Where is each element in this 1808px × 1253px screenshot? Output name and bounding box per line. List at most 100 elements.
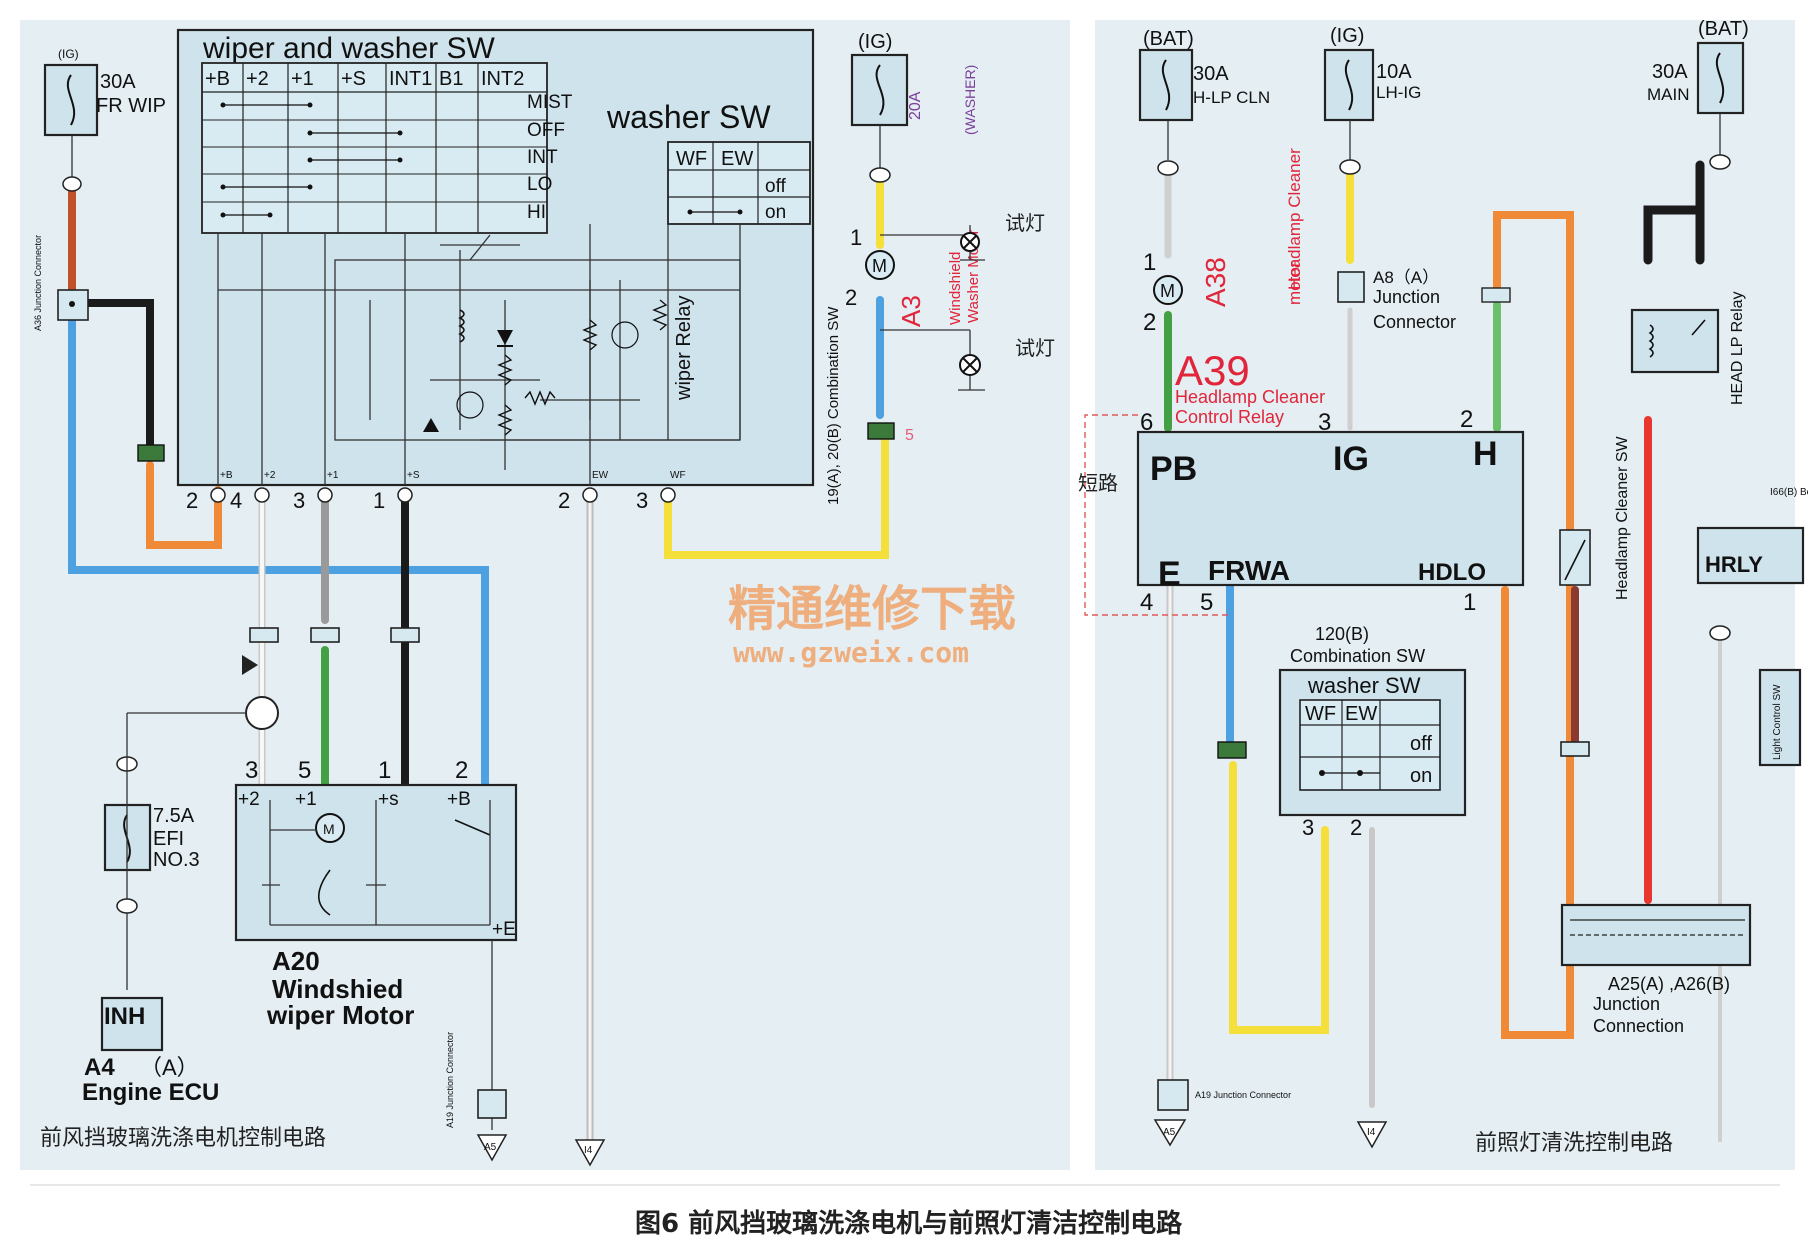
relay-a39: A39 Headlamp Cleaner Control Relay PB IG… [1136,347,1525,616]
a25-junction: A25(A) ,A26(B) Junction Connection [1560,903,1752,1036]
washer-col-label: EW [721,148,753,170]
fuse-symbol [1344,59,1354,111]
pin-marker [397,487,413,503]
svg-text:HEAD LP Relay: HEAD LP Relay [1729,291,1746,405]
svg-text:5: 5 [905,427,914,444]
wiper-relay-label: wiper Relay [673,296,695,401]
pin-marker [254,487,270,503]
fuse-efi: 7.5A EFI NO.3 [103,712,246,990]
svg-text:A8（A）: A8（A） [1373,268,1439,287]
svg-text:EW: EW [1345,703,1377,725]
right-grounds: A19 Junction Connector A5 I4 [1153,1079,1388,1149]
svg-text:Washer Motor: Washer Motor [965,229,982,323]
svg-text:（A）: （A） [140,1055,199,1080]
svg-text:off: off [1410,733,1432,755]
svg-text:1: 1 [1143,249,1156,276]
splice [245,696,279,730]
svg-text:H: H [1473,435,1498,473]
svg-text:1: 1 [1463,589,1476,616]
svg-text:A20: A20 [272,946,320,976]
svg-text:2: 2 [1143,309,1156,336]
svg-text:30A: 30A [100,71,136,93]
terminal-label: +2 [264,470,276,481]
pin-marker [660,487,676,503]
svg-text:motor: motor [1285,261,1304,305]
svg-text:HRLY: HRLY [1705,552,1763,577]
fuse-washer: (IG) 20A (WASHER) [850,31,978,183]
svg-text:PB: PB [1150,450,1197,488]
svg-text:M: M [1160,281,1175,301]
svg-text:I66(B) Body (Cow: I66(B) Body (Cow [1770,487,1808,498]
svg-text:M: M [872,256,887,276]
svg-text:LH-IG: LH-IG [1376,83,1421,102]
wire-blue-l [68,316,489,789]
svg-text:A19 Junction Connector: A19 Junction Connector [1195,1090,1291,1100]
head-lp-relay: HEAD LP Relay [1630,291,1746,405]
svg-text:5: 5 [1200,589,1213,616]
svg-text:I4: I4 [584,1145,593,1156]
svg-text:2: 2 [1350,815,1362,840]
left-title: 前风挡玻璃洗涤电机控制电路 [40,1126,326,1151]
connector-5b [1217,741,1247,759]
a8-junction: A8（A） Junction Connector [1337,268,1456,332]
svg-text:试灯: 试灯 [1005,211,1045,235]
right-title: 前照灯清洗控制电路 [1475,1131,1673,1156]
combination-sw-label: 19(A), 20(B) Combination SW [825,306,842,505]
svg-text:(IG): (IG) [1330,25,1364,47]
svg-text:Junction: Junction [1373,287,1440,307]
svg-text:HDLO: HDLO [1418,559,1486,586]
svg-text:4: 4 [1140,589,1153,616]
svg-text:(WASHER): (WASHER) [962,65,978,135]
diode [497,330,513,345]
fuse-symbol [1715,52,1725,104]
figure-caption: 图6 前风挡玻璃洗涤电机与前照灯清洁控制电路 [635,1208,1183,1239]
wiper-sw-title: wiper and washer SW [202,32,495,65]
svg-text:E: E [1158,555,1181,593]
svg-text:A19 Junction Connector: A19 Junction Connector [445,1032,455,1128]
svg-text:MAIN: MAIN [1647,85,1690,104]
motor-pin-number: 2 [455,757,468,784]
a36-junction: A36 Junction Connector [33,235,89,331]
zener [423,418,439,432]
watermark-url: www.gzweix.com [733,636,969,669]
pin-marker [317,487,333,503]
resistor-3 [652,299,668,331]
svg-text:3: 3 [1318,409,1331,436]
svg-text:20A: 20A [907,91,924,120]
svg-text:Light Control SW: Light Control SW [1772,684,1783,760]
terminal-label: +1 [327,470,339,481]
switch-pin-number: 1 [373,488,385,513]
fuse-main: (BAT) 30A MAIN [1647,18,1749,170]
washer-col-label: WF [676,148,707,170]
motor-terminal-label: +s [378,789,399,810]
svg-text:2: 2 [1460,406,1473,433]
svg-text:wiper Motor: wiper Motor [266,1000,414,1030]
resistor-2 [582,319,598,351]
motor-switch [454,819,491,836]
resistor-5 [524,390,556,406]
short-label: 短路 [1078,471,1118,495]
switch-pin-number: 2 [186,488,198,513]
svg-text:Headlamp Cleaner: Headlamp Cleaner [1175,387,1325,407]
headlamp-cleaner-sw: Headlamp Cleaner SW [1559,435,1631,757]
wire-b-relay [1643,160,1705,265]
switch-pin-number: 3 [636,488,648,513]
transistor-1 [456,391,484,419]
resistor-4 [497,404,513,436]
pin-marker [210,487,226,503]
svg-text:FR WIP: FR WIP [96,95,166,117]
svg-text:Windshield: Windshield [947,252,964,325]
fuse-lhig: (IG) 10A LH-IG [1323,25,1421,175]
switch-col-label: INT1 [389,68,432,90]
short-path [1084,414,1230,616]
headlamp-motor-a38: M 1 2 A38 Headlamp Cleaner motor [1143,148,1304,336]
terminal-label: +S [407,470,420,481]
switch-col-label: +B [205,68,230,90]
switch-col-label: +2 [246,68,269,90]
switch-row-label: INT [527,147,558,168]
resistor-1 [497,354,513,386]
svg-text:2: 2 [845,285,857,310]
motor-pin-number: 1 [378,757,391,784]
switch-table [201,62,548,234]
